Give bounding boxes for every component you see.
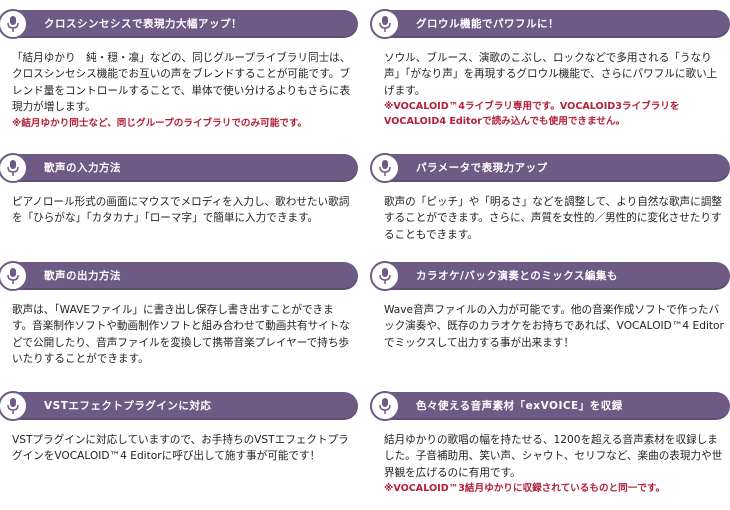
feature-text: Wave音声ファイルの入力が可能です。他の音楽作成ソフトで作ったバック演奏や、既… <box>384 304 724 349</box>
feature-title: VSTエフェクトプラグインに対応 <box>44 400 212 412</box>
feature-card-vst-plugin: VSTエフェクトプラグインに対応 VSTプラグインに対応していますので、お手持ち… <box>0 391 358 465</box>
feature-card-karaoke-mix: カラオケ/バック演奏とのミックス編集も Wave音声ファイルの入力が可能です。他… <box>370 261 730 351</box>
feature-header: カラオケ/バック演奏とのミックス編集も <box>370 261 730 291</box>
feature-text: 結月ゆかりの歌唱の幅を持たせる、1200を超える音声素材を収録しました。子音補助… <box>384 434 723 479</box>
feature-description: 「結月ゆかり 純・穏・凛」などの、同じグループライブラリ同士は、クロスシンセシス… <box>0 38 358 131</box>
feature-text: 歌声の「ピッチ」や「明るさ」などを調整して、より自然な歌声に調整することができま… <box>384 196 722 241</box>
feature-description: 歌声は、「WAVEファイル」に書き出し保存し書き出すことができます。音楽制作ソフ… <box>0 290 358 368</box>
feature-header: クロスシンセシスで表現力大幅アップ！ <box>0 9 358 39</box>
feature-card-growl: グロウル機能でパワフルに！ ソウル、ブルース、演歌のこぶし、ロックなどで多用され… <box>370 9 730 129</box>
feature-header: VSTエフェクトプラグインに対応 <box>0 391 358 421</box>
feature-card-output-method: 歌声の出力方法 歌声は、「WAVEファイル」に書き出し保存し書き出すことができま… <box>0 261 358 368</box>
feature-title: 歌声の出力方法 <box>44 270 121 282</box>
feature-header: 歌声の入力方法 <box>0 153 358 183</box>
feature-text: 「結月ゆかり 純・穏・凛」などの、同じグループライブラリ同士は、クロスシンセシス… <box>12 52 351 114</box>
feature-header: パラメータで表現力アップ <box>370 153 730 183</box>
feature-title: 歌声の入力方法 <box>44 162 121 174</box>
feature-text: ソウル、ブルース、演歌のこぶし、ロックなどで多用される「うなり声」「がなり声」を… <box>384 52 718 97</box>
microphone-icon <box>370 391 400 421</box>
microphone-icon <box>0 9 28 39</box>
microphone-icon <box>0 153 28 183</box>
microphone-icon <box>370 153 400 183</box>
feature-note: ※VOCALOID™3結月ゆかりに収録されているものと同一です。 <box>384 483 666 495</box>
feature-title: パラメータで表現力アップ <box>416 162 548 174</box>
feature-description: ピアノロール形式の画面にマウスでメロディを入力し、歌わせたい歌詞を「ひらがな」「… <box>0 182 358 227</box>
feature-description: VSTプラグインに対応していますので、お手持ちのVSTエフェクトプラグインをVO… <box>0 420 358 465</box>
feature-text: 歌声は、「WAVEファイル」に書き出し保存し書き出すことができます。音楽制作ソフ… <box>12 304 350 366</box>
feature-title: グロウル機能でパワフルに！ <box>416 18 559 30</box>
feature-card-input-method: 歌声の入力方法 ピアノロール形式の画面にマウスでメロディを入力し、歌わせたい歌詞… <box>0 153 358 227</box>
microphone-icon <box>0 391 28 421</box>
feature-description: 歌声の「ピッチ」や「明るさ」などを調整して、より自然な歌声に調整することができま… <box>372 182 730 243</box>
feature-title: カラオケ/バック演奏とのミックス編集も <box>416 270 618 282</box>
microphone-icon <box>370 9 400 39</box>
feature-description: Wave音声ファイルの入力が可能です。他の音楽作成ソフトで作ったバック演奏や、既… <box>372 290 730 351</box>
feature-text: ピアノロール形式の画面にマウスでメロディを入力し、歌わせたい歌詞を「ひらがな」「… <box>12 196 350 225</box>
feature-title: 色々使える音声素材「exVOICE」を収録 <box>416 400 623 412</box>
feature-card-exvoice: 色々使える音声素材「exVOICE」を収録 結月ゆかりの歌唱の幅を持たせる、12… <box>370 391 730 496</box>
feature-header: 歌声の出力方法 <box>0 261 358 291</box>
feature-header: 色々使える音声素材「exVOICE」を収録 <box>370 391 730 421</box>
feature-header: グロウル機能でパワフルに！ <box>370 9 730 39</box>
feature-description: ソウル、ブルース、演歌のこぶし、ロックなどで多用される「うなり声」「がなり声」を… <box>372 38 730 129</box>
microphone-icon <box>370 261 400 291</box>
feature-note: ※結月ゆかり同士など、同じグループのライブラリでのみ可能です。 <box>12 117 308 129</box>
feature-title: クロスシンセシスで表現力大幅アップ！ <box>44 18 242 30</box>
microphone-icon <box>0 261 28 291</box>
feature-card-cross-synthesis: クロスシンセシスで表現力大幅アップ！ 「結月ゆかり 純・穏・凛」などの、同じグル… <box>0 9 358 131</box>
feature-text: VSTプラグインに対応していますので、お手持ちのVSTエフェクトプラグインをVO… <box>12 434 349 463</box>
feature-note: ※VOCALOID™4ライブラリ専用です。VOCALOID3ライブラリをVOCA… <box>384 101 680 128</box>
feature-card-parameters: パラメータで表現力アップ 歌声の「ピッチ」や「明るさ」などを調整して、より自然な… <box>370 153 730 243</box>
feature-description: 結月ゆかりの歌唱の幅を持たせる、1200を超える音声素材を収録しました。子音補助… <box>372 420 730 496</box>
